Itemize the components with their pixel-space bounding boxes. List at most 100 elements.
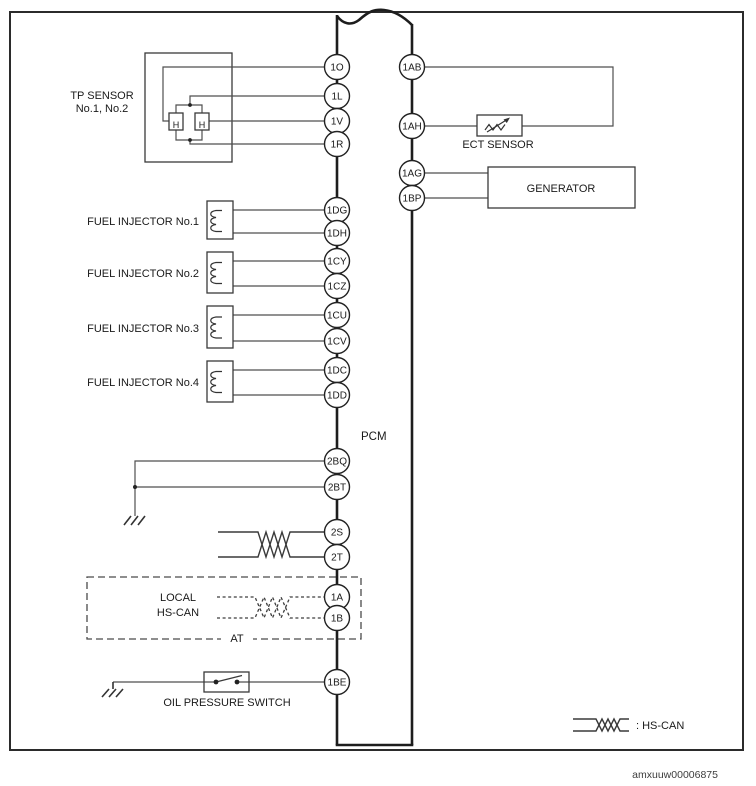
figure-id-watermark: amxuuw00006875 (632, 769, 718, 781)
pin-label: 1CZ (328, 282, 347, 293)
pin-label: 1BE (328, 678, 347, 689)
switch-lever (215, 674, 243, 683)
ground-icon (123, 515, 146, 526)
switch-box (203, 671, 250, 693)
twisted-pair-wire (218, 529, 325, 560)
wire (189, 95, 325, 104)
local-hs-can-label-line2: HS-CAN (157, 607, 199, 619)
pin-label: 1AG (402, 169, 422, 180)
injector-box (206, 360, 234, 403)
fuel-injector-1: FUEL INJECTOR No.1 (87, 200, 325, 240)
oil-pressure-switch-label: OIL PRESSURE SWITCH (163, 697, 290, 709)
generator-box (487, 166, 636, 209)
at-label-backing (221, 631, 253, 644)
pin-1v: 1V (323, 107, 351, 135)
pin-label: 1B (331, 614, 344, 625)
tp-sensor-box (144, 52, 233, 163)
local-hs-can-label-line1: LOCAL (160, 592, 196, 604)
pin-label: 1DG (327, 206, 348, 217)
dashed-twisted-pair-wire (217, 595, 325, 620)
pin-1dg: 1DG (323, 196, 351, 224)
pcm-right-pins: 1AB 1AH 1AG 1BP (398, 53, 426, 212)
pin-label: 1V (331, 117, 344, 128)
pin-2s: 2S (323, 518, 351, 546)
pin-1dd: 1DD (323, 381, 351, 409)
pcm-ground-circuit (123, 460, 325, 526)
injector-4-label: FUEL INJECTOR No.4 (87, 377, 199, 389)
thermistor-arrow (486, 118, 509, 133)
fuel-injector-4: FUEL INJECTOR No.4 (87, 360, 325, 403)
pin-1cv: 1CV (323, 327, 351, 355)
pin-label: 1BP (403, 194, 422, 205)
hs-can-legend: : HS-CAN (573, 717, 684, 733)
twisted-pair-wire (218, 529, 325, 560)
ect-sensor-component: ECT SENSOR (424, 66, 614, 151)
local-hs-can-dashed-box (86, 576, 362, 640)
pin-label: 1DC (327, 366, 347, 377)
pcm-left-pins: 1O 1L 1V 1R 1DG 1DH 1CY 1CZ 1CU 1CV 1DC … (323, 53, 351, 696)
tp-sensor-label-line2: No.1, No.2 (76, 103, 129, 115)
injector-2-label: FUEL INJECTOR No.2 (87, 268, 199, 280)
pin-label: 1L (331, 92, 343, 103)
pin-label: 1A (331, 593, 344, 604)
junction-dot (188, 103, 192, 107)
pin-label: 1AH (402, 122, 421, 133)
pin-1ah: 1AH (398, 112, 426, 140)
pin-label: 2BQ (327, 457, 347, 468)
pin-1b: 1B (323, 604, 351, 632)
injector-coil-icon (210, 316, 222, 339)
pin-label: 1AB (403, 63, 422, 74)
ect-sensor-box (476, 114, 523, 137)
at-tag-label: AT (230, 633, 244, 645)
injector-box (206, 251, 234, 294)
legend-twisted-pair-icon (573, 717, 629, 733)
switch-contact-dot (234, 679, 240, 685)
legend-label: : HS-CAN (636, 720, 684, 732)
pin-label: 2BT (328, 483, 346, 494)
pin-label: 1R (331, 140, 344, 151)
pin-label: 1CU (327, 311, 347, 322)
injector-box (206, 200, 234, 240)
ground-icon (101, 682, 124, 698)
hs-can-twisted-pair (218, 529, 325, 560)
pcm-label: PCM (361, 431, 387, 443)
thermistor-arrowhead (503, 117, 510, 123)
switch-contact-dot (213, 679, 219, 685)
pin-2bt: 2BT (323, 473, 351, 501)
pcm-break-squiggle (335, 8, 413, 26)
injector-coil-icon (210, 209, 222, 233)
pin-1bp: 1BP (398, 184, 426, 212)
injector-box (206, 305, 234, 349)
fuel-injector-3: FUEL INJECTOR No.3 (87, 305, 325, 349)
pin-1be: 1BE (323, 668, 351, 696)
junction-dot (188, 138, 192, 142)
injector-3-label: FUEL INJECTOR No.3 (87, 323, 199, 335)
pin-1dh: 1DH (323, 219, 351, 247)
pin-1o: 1O (323, 53, 351, 81)
wire (189, 141, 325, 145)
pin-2t: 2T (323, 543, 351, 571)
diagram-frame (9, 11, 744, 751)
pin-label: 1O (330, 63, 344, 74)
pin-label: 1CY (327, 257, 347, 268)
pin-label: 1CV (327, 337, 347, 348)
hall-element-label: H (199, 120, 206, 130)
pin-label: 1DD (327, 391, 347, 402)
injector-coil-icon (210, 261, 222, 285)
pin-label: 2T (331, 553, 343, 564)
pin-2bq: 2BQ (323, 447, 351, 475)
generator-component: GENERATOR (424, 166, 636, 209)
injector-coil-icon (210, 370, 222, 394)
fuel-injector-2: FUEL INJECTOR No.2 (87, 251, 325, 294)
pin-1ab: 1AB (398, 53, 426, 81)
pin-1cy: 1CY (323, 247, 351, 275)
hall-element-box (168, 112, 184, 131)
hall-element-label: H (173, 120, 180, 130)
wire (424, 66, 614, 127)
pin-label: 2S (331, 528, 344, 539)
generator-label: GENERATOR (527, 183, 596, 195)
pin-1ag: 1AG (398, 159, 426, 187)
junction-dot (133, 485, 137, 489)
pin-1dc: 1DC (323, 356, 351, 384)
